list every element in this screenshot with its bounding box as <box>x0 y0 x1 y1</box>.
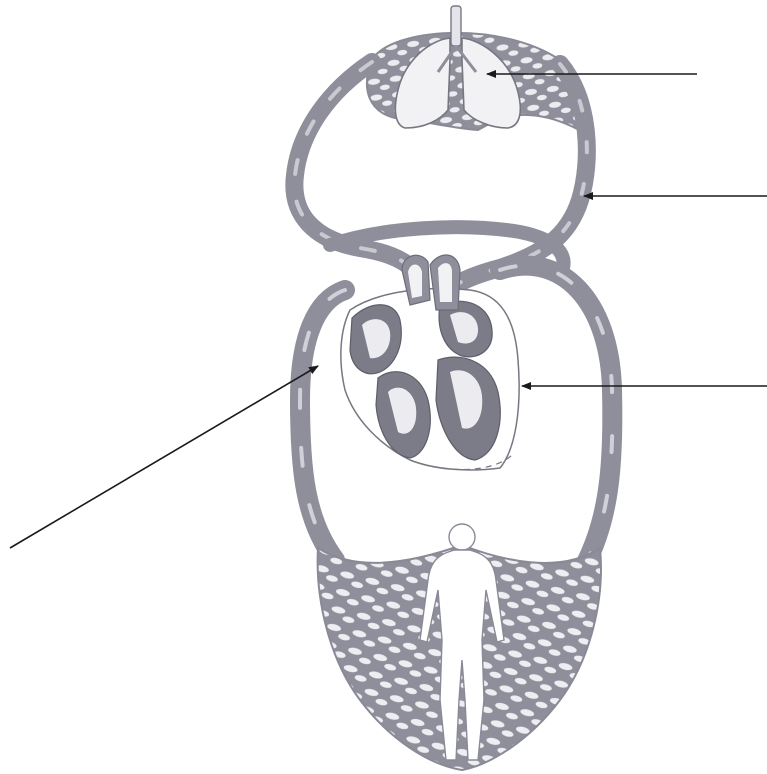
systemic-vein-vessel <box>300 290 345 560</box>
heart-icon <box>341 255 519 470</box>
systemic-vessel-leader-line <box>10 366 318 548</box>
trachea <box>451 6 461 46</box>
